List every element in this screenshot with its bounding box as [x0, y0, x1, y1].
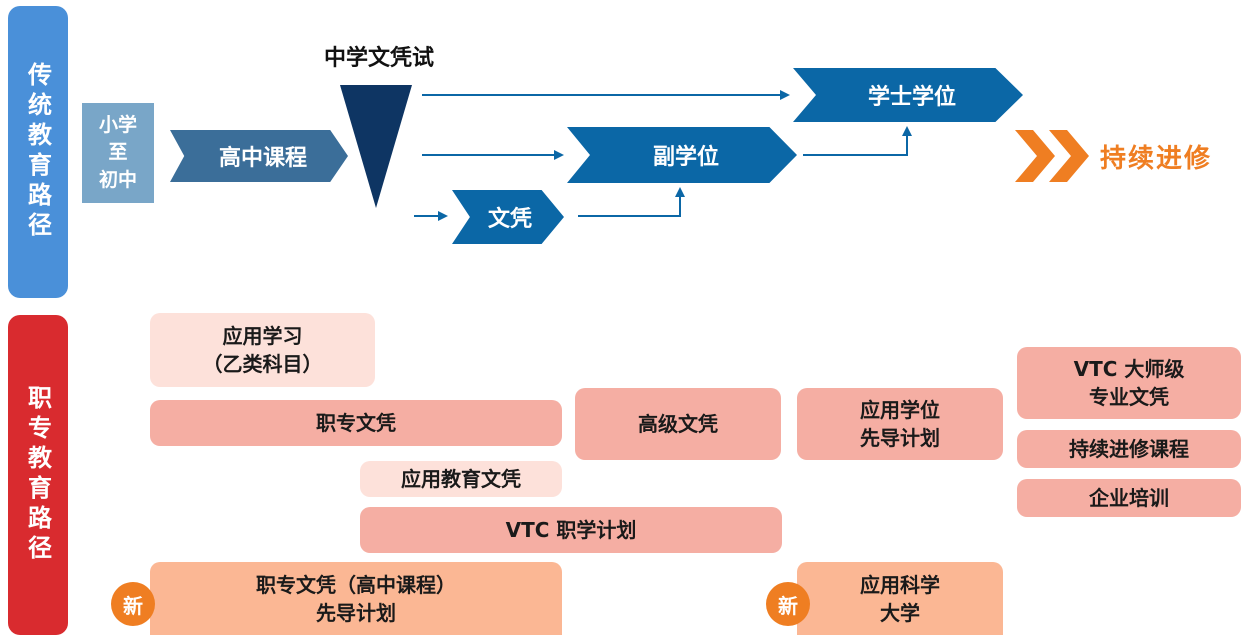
vpet-diploma-box: 职专文凭	[150, 400, 562, 446]
new-badge: 新	[111, 582, 155, 626]
vpet-diploma-label: 职专文凭	[316, 411, 396, 435]
new-badge: 新	[766, 582, 810, 626]
higher-diploma-box: 高级文凭	[575, 388, 781, 460]
vtc-earn-learn-label: VTC 职学计划	[505, 518, 637, 542]
enterprise-training-box: 企业培训	[1017, 479, 1241, 517]
bachelor-degree-chevron: 学士学位	[793, 68, 1023, 122]
exam-label: 中学文凭试	[323, 46, 434, 71]
traditional-pathway-tab: 传统教育路径	[8, 6, 68, 298]
applied-education-diploma-label: 应用教育文凭	[401, 467, 521, 491]
applied-learning-box: 应用学习 （乙类科目）	[150, 313, 375, 387]
associate-degree-label: 副学位	[652, 145, 719, 170]
bachelor-degree-label: 学士学位	[867, 85, 956, 110]
applied-education-diploma-box: 应用教育文凭	[360, 461, 562, 497]
continuing-courses-label: 持续进修课程	[1069, 437, 1189, 461]
arrow-associate-to-bachelor	[803, 126, 912, 156]
applied-science-university-box: 应用科学 大学	[797, 562, 1003, 635]
primary-junior-box: 小学 至 初中	[82, 103, 154, 203]
diploma-label: 文凭	[487, 207, 532, 232]
diploma-chevron: 文凭	[452, 190, 564, 244]
vocational-pathway-tab: 职专教育路径	[8, 315, 68, 635]
continuing-courses-box: 持续进修课程	[1017, 430, 1241, 468]
associate-degree-chevron: 副学位	[567, 127, 797, 183]
senior-secondary-label: 高中课程	[218, 146, 307, 171]
vtc-master-diploma-box: VTC 大师级 专业文凭	[1017, 347, 1241, 419]
vocational-pathway-label: 职专教育路径	[23, 385, 52, 565]
enterprise-training-label: 企业培训	[1089, 486, 1169, 510]
senior-secondary-chevron: 高中课程	[170, 130, 348, 182]
higher-diploma-label: 高级文凭	[638, 412, 718, 436]
arrow-diploma-to-associate	[578, 187, 685, 217]
vpet-pilot-box: 职专文凭（高中课程） 先导计划	[150, 562, 562, 635]
traditional-pathway-label: 传统教育路径	[23, 62, 52, 242]
applied-degree-pilot-box: 应用学位 先导计划	[797, 388, 1003, 460]
continue-study-label: 持续进修	[1100, 144, 1213, 174]
continue-study-arrows-icon	[1015, 130, 1093, 182]
vtc-earn-learn-box: VTC 职学计划	[360, 507, 782, 553]
